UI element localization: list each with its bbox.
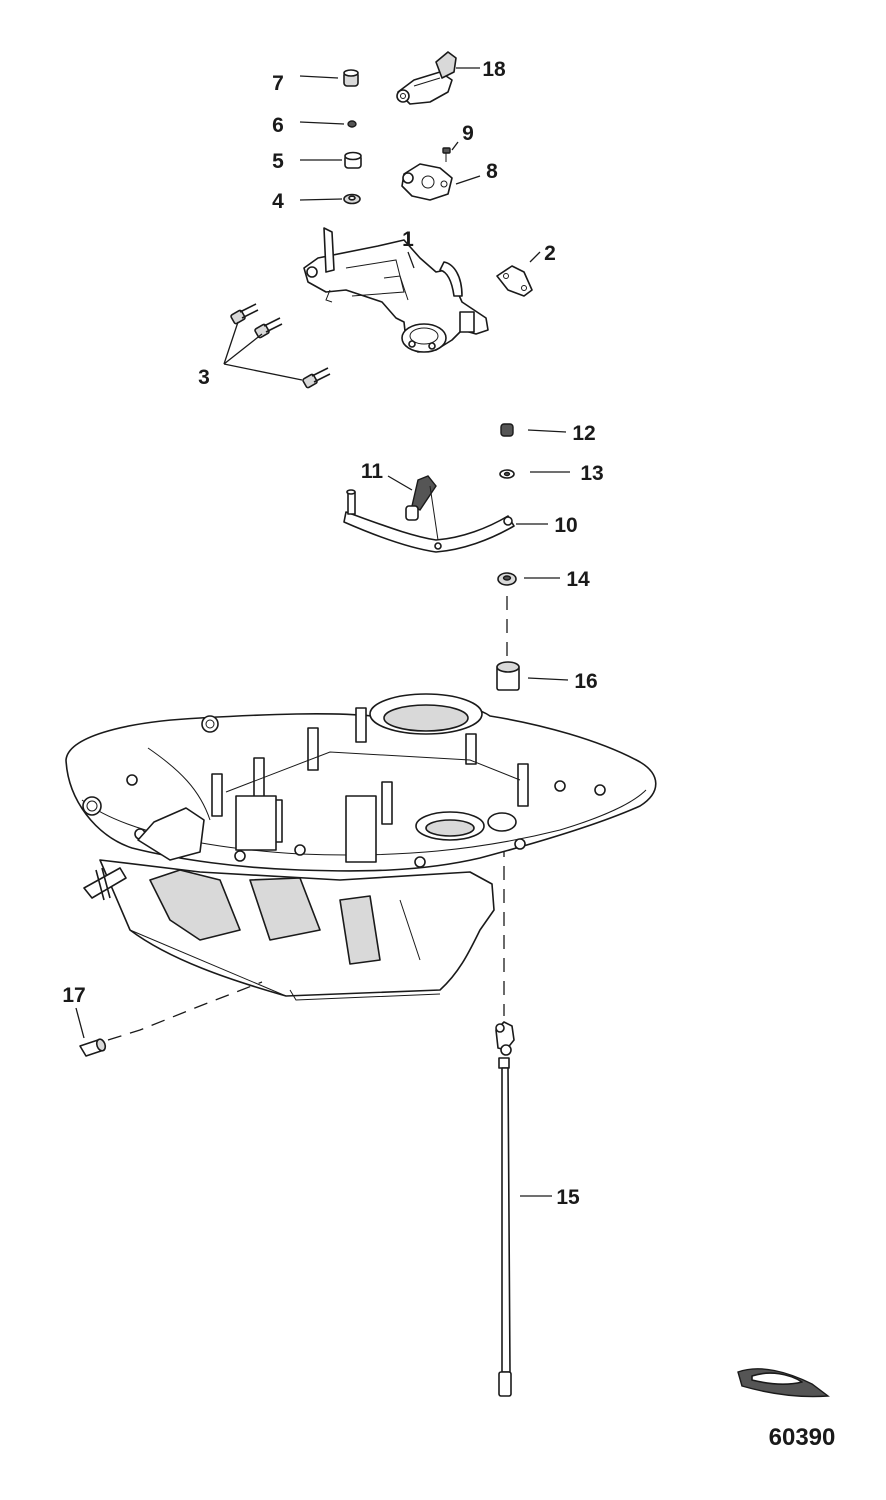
part-6-clip bbox=[347, 120, 357, 128]
part-1-bracket bbox=[303, 227, 489, 353]
part-8-position-sensor bbox=[401, 163, 453, 201]
callout-1: 1 bbox=[402, 228, 414, 251]
part-3-bolts bbox=[230, 303, 331, 389]
callout-3: 3 bbox=[198, 366, 210, 389]
part-4-washer bbox=[343, 193, 361, 205]
callout-9: 9 bbox=[462, 122, 474, 145]
part-12-nut bbox=[500, 423, 514, 437]
part-11-lever bbox=[405, 475, 439, 541]
housing-fitting bbox=[83, 867, 127, 901]
callout-15: 15 bbox=[556, 1186, 580, 1209]
bolt-3a bbox=[230, 303, 259, 325]
bolt-3c bbox=[302, 367, 331, 389]
callout-13: 13 bbox=[580, 462, 603, 485]
callout-4: 4 bbox=[272, 190, 284, 213]
callout-7: 7 bbox=[272, 72, 284, 95]
part-15-rod bbox=[495, 1021, 515, 1397]
part-7-nut bbox=[343, 69, 359, 87]
callout-16: 16 bbox=[574, 670, 597, 693]
callout-8: 8 bbox=[486, 160, 498, 183]
bolt-3b bbox=[254, 317, 283, 339]
figure-id: 60390 bbox=[769, 1424, 836, 1451]
part-14-grommet bbox=[497, 572, 517, 586]
part-18-sensor bbox=[396, 51, 457, 105]
leader-lines bbox=[75, 67, 570, 1197]
part-9-screw bbox=[442, 147, 451, 162]
callout-labels: 1 2 3 4 5 6 7 8 9 10 11 12 13 14 15 16 1… bbox=[62, 58, 603, 1209]
boat-orientation-icon bbox=[737, 1368, 830, 1398]
part-10-link-arm bbox=[343, 489, 515, 553]
callout-12: 12 bbox=[572, 422, 595, 445]
callout-18: 18 bbox=[482, 58, 506, 81]
callout-10: 10 bbox=[554, 514, 577, 537]
part-13-washer bbox=[499, 469, 515, 479]
callout-17: 17 bbox=[62, 984, 85, 1007]
callout-14: 14 bbox=[566, 568, 590, 591]
housing-assembly bbox=[65, 693, 657, 1001]
callout-11: 11 bbox=[361, 460, 384, 483]
plug-dashed-line bbox=[107, 981, 263, 1041]
part-16-bushing bbox=[496, 661, 520, 691]
part-17-plug bbox=[79, 1038, 107, 1057]
callout-5: 5 bbox=[272, 150, 284, 173]
part-2-plate bbox=[496, 265, 533, 297]
callout-6: 6 bbox=[272, 114, 284, 137]
callout-2: 2 bbox=[544, 242, 556, 265]
part-5-bushing bbox=[344, 151, 362, 169]
